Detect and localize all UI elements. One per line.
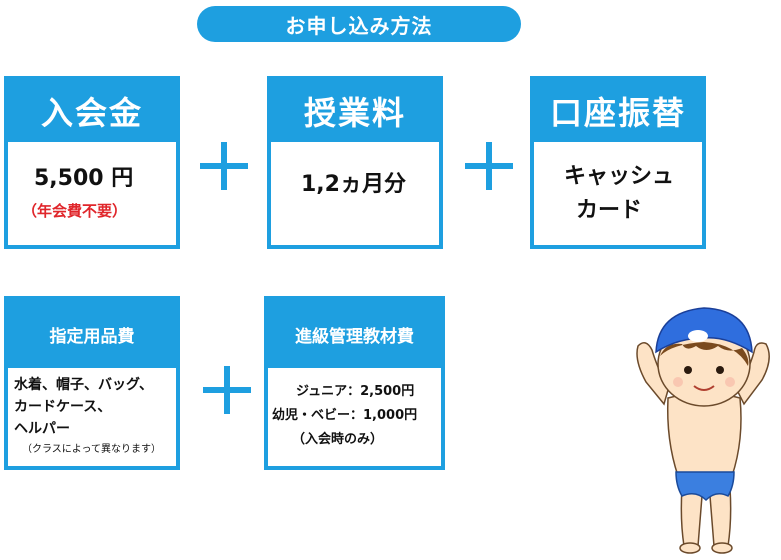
designated-goods-header: 指定用品費 bbox=[8, 300, 176, 368]
plus-icon bbox=[203, 366, 251, 414]
swimmer-boy-illustration bbox=[636, 307, 770, 554]
entry-fee-header: 入会金 bbox=[8, 80, 176, 142]
tuition-amount: 1,2ヵ月分 bbox=[301, 172, 406, 197]
bank-transfer-line2: カード bbox=[576, 198, 643, 223]
promotion-line1: ジュニア：2,500円 bbox=[296, 384, 415, 399]
promotion-materials-card: 進級管理教材費 ジュニア：2,500円 幼児・ベビー：1,000円 （入会時のみ… bbox=[264, 296, 445, 470]
goods-line1: 水着、帽子、バッグ、 bbox=[14, 377, 154, 393]
promotion-materials-header: 進級管理教材費 bbox=[268, 300, 441, 368]
tuition-card: 授業料 1,2ヵ月分 bbox=[267, 76, 443, 249]
plus-icon bbox=[200, 142, 248, 190]
bank-transfer-header: 口座振替 bbox=[534, 80, 702, 142]
bank-transfer-card: 口座振替 キャッシュ カード bbox=[530, 76, 706, 249]
designated-goods-card: 指定用品費 水着、帽子、バッグ、 カードケース、 ヘルパー （クラスによって異な… bbox=[4, 296, 180, 470]
promotion-line3: （入会時のみ） bbox=[292, 432, 384, 447]
tuition-header: 授業料 bbox=[271, 80, 439, 142]
entry-fee-note: （年会費不要） bbox=[22, 202, 128, 220]
goods-line3: ヘルパー bbox=[14, 421, 70, 437]
bank-transfer-line1: キャッシュ bbox=[564, 164, 675, 189]
entry-fee-card: 入会金 5,500 円 （年会費不要） bbox=[4, 76, 180, 249]
goods-line2: カードケース、 bbox=[14, 399, 112, 415]
goods-note: （クラスによって異なります） bbox=[22, 444, 161, 455]
promotion-line2: 幼児・ベビー：1,000円 bbox=[272, 408, 418, 423]
page-title: お申し込み方法 bbox=[197, 6, 521, 42]
plus-icon bbox=[465, 142, 513, 190]
entry-fee-amount: 5,500 円 bbox=[34, 166, 134, 191]
